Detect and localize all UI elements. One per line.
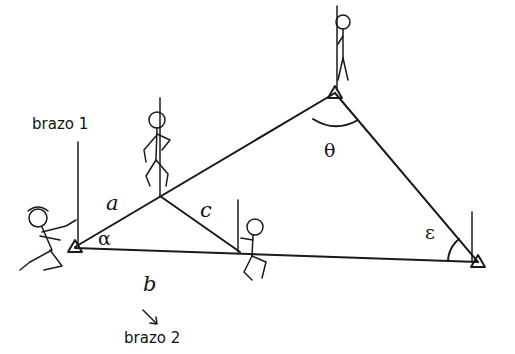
side-label: b bbox=[143, 274, 156, 295]
angle-label: α bbox=[98, 229, 111, 248]
station-marker bbox=[471, 255, 485, 267]
angle-label: ε bbox=[425, 223, 435, 242]
pole bbox=[237, 200, 239, 252]
survey-line bbox=[75, 93, 335, 247]
station-marker bbox=[328, 86, 342, 98]
pole bbox=[77, 142, 79, 245]
surveyor-figure bbox=[20, 207, 76, 270]
surveyor-figure bbox=[144, 112, 170, 186]
arm-label: brazo 2 bbox=[124, 331, 180, 346]
angle-arc bbox=[313, 119, 358, 126]
pole bbox=[471, 212, 473, 262]
pointer-arrow bbox=[150, 317, 157, 324]
pointer-arrow bbox=[143, 310, 156, 323]
surveyor-figure bbox=[241, 219, 266, 280]
arm-label: brazo 1 bbox=[32, 117, 88, 132]
surveyor-figure bbox=[336, 15, 350, 80]
survey-line bbox=[335, 93, 478, 262]
survey-line bbox=[160, 196, 240, 252]
station-marker bbox=[68, 240, 82, 252]
angle-arc bbox=[448, 239, 459, 261]
angle-label: θ bbox=[324, 141, 335, 160]
side-label: a bbox=[106, 193, 119, 214]
side-label: c bbox=[200, 200, 212, 221]
survey-line bbox=[75, 248, 478, 262]
